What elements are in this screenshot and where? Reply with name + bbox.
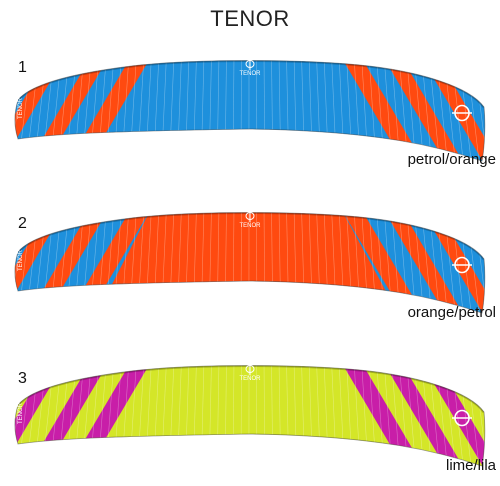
wing-image: TENOR TENOR: [14, 210, 486, 314]
phi-logo-icon: [245, 58, 255, 70]
right-stripe: [382, 212, 465, 313]
variant-number: 1: [18, 59, 27, 76]
variant-3: 3 TENOR TENOR lime/lila: [0, 360, 500, 486]
tip-text: TENOR: [18, 402, 24, 424]
right-stripe: [420, 365, 485, 466]
phi-logo-icon: [245, 210, 255, 222]
variant-caption: lime/lila: [445, 457, 496, 474]
right-stripe: [420, 60, 485, 161]
tip-text: TENOR: [18, 97, 24, 119]
wing-image: TENOR TENOR: [14, 58, 486, 162]
right-stripe: [382, 60, 465, 161]
variant-number: 3: [18, 370, 27, 387]
right-stripe: [340, 212, 425, 313]
variant-caption: petrol/orange: [407, 151, 496, 168]
variant-caption: orange/petrol: [407, 304, 496, 321]
wing-outline: [14, 212, 486, 314]
wing-image: TENOR TENOR: [14, 363, 486, 467]
phi-logo-icon: [245, 363, 255, 375]
wing-outline: [14, 365, 486, 467]
brand-text: TENOR: [240, 223, 262, 229]
brand-text: TENOR: [240, 71, 262, 77]
variant-1: 1 TENOR TENOR petrol/orange: [0, 55, 500, 175]
page-title: TENOR: [210, 6, 290, 31]
right-stripe: [340, 365, 425, 466]
wing-outline: [14, 60, 486, 162]
phi-logo-icon: [452, 104, 472, 122]
brand-text: TENOR: [240, 376, 262, 382]
right-stripe: [340, 60, 425, 161]
right-stripe: [382, 365, 465, 466]
phi-logo-icon: [452, 256, 472, 274]
tip-text: TENOR: [18, 249, 24, 271]
variant-2: 2 TENOR TENOR orange/petrol: [0, 207, 500, 327]
right-stripe: [420, 212, 485, 313]
phi-logo-icon: [452, 409, 472, 427]
variant-number: 2: [18, 215, 27, 232]
